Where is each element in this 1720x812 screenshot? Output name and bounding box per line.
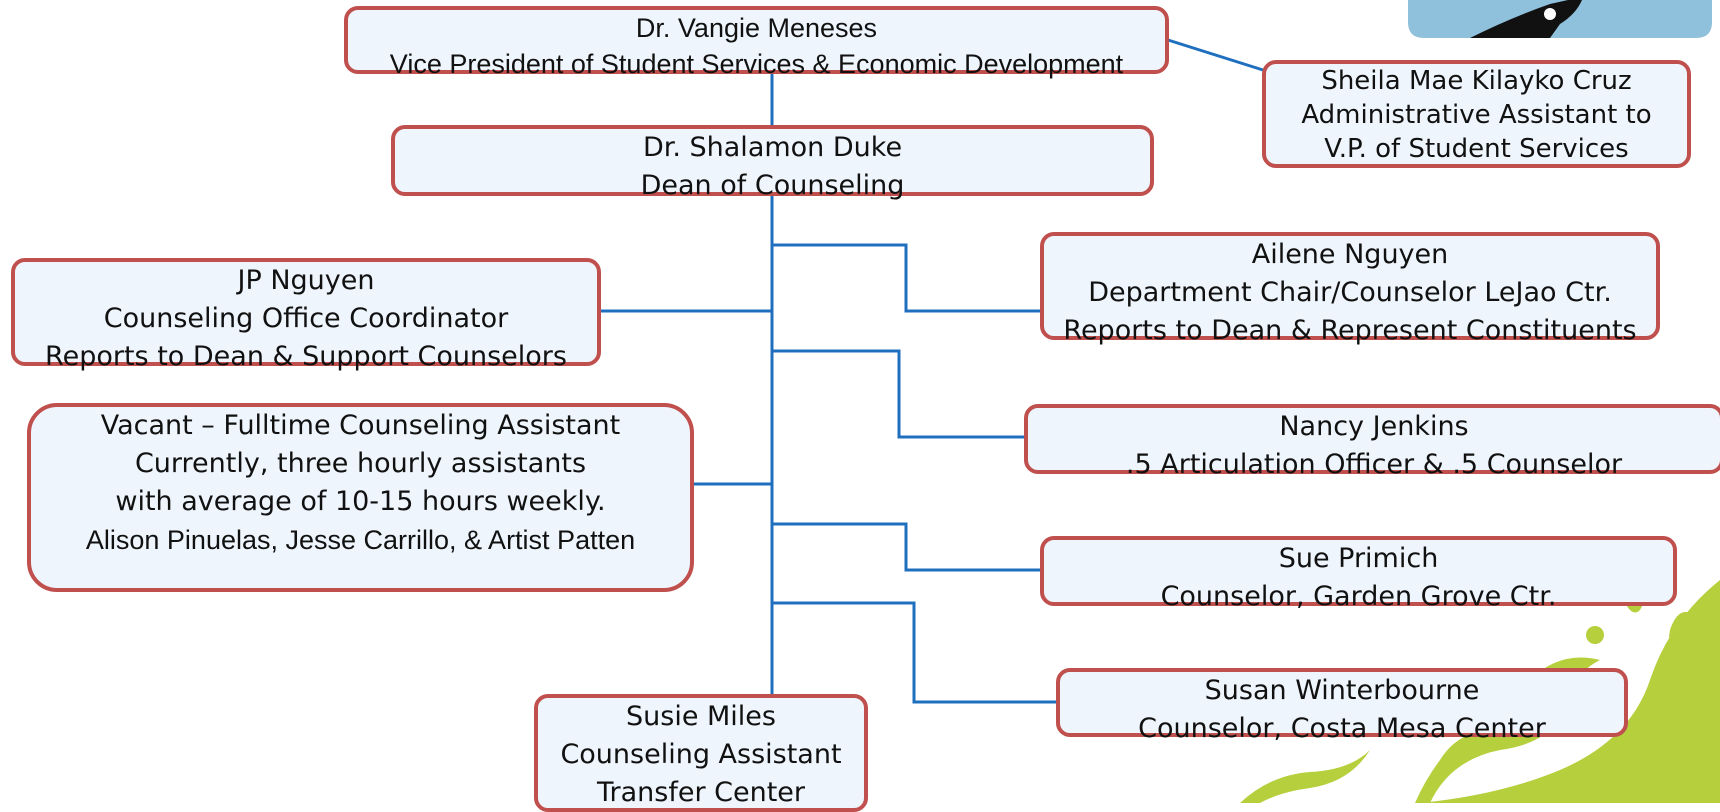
jp-note: Reports to Dean & Support Counselors bbox=[45, 341, 567, 372]
admin-title-line2: V.P. of Student Services bbox=[1324, 134, 1629, 164]
sue-title: Counselor, Garden Grove Ctr. bbox=[1160, 581, 1557, 612]
susan-connector bbox=[772, 601, 1057, 704]
jp-nguyen-box: JP Nguyen Counseling Office Coordinator … bbox=[11, 258, 601, 372]
vp-title: Vice President of Student Services & Eco… bbox=[389, 49, 1124, 79]
dean-title: Dean of Counseling bbox=[640, 170, 905, 201]
susan-title: Counselor, Costa Mesa Center bbox=[1138, 713, 1546, 744]
vacant-line3: with average of 10-15 hours weekly. bbox=[115, 486, 606, 517]
vacant-line1: Vacant – Fulltime Counseling Assistant bbox=[100, 410, 621, 441]
vp-name: Dr. Vangie Meneses bbox=[635, 13, 878, 43]
susie-title: Counseling Assistant bbox=[560, 739, 842, 770]
vp-box: Dr. Vangie Meneses Vice President of Stu… bbox=[344, 6, 1169, 79]
nancy-name: Nancy Jenkins bbox=[1279, 411, 1469, 442]
sue-name: Sue Primich bbox=[1278, 543, 1439, 574]
susie-name: Susie Miles bbox=[626, 701, 776, 732]
susan-winterbourne-box: Susan Winterbourne Counselor, Costa Mesa… bbox=[1056, 668, 1628, 744]
vacant-line2: Currently, three hourly assistants bbox=[134, 448, 587, 479]
nancy-jenkins-box: Nancy Jenkins .5 Articulation Officer & … bbox=[1024, 404, 1720, 480]
susie-miles-box: Susie Miles Counseling Assistant Transfe… bbox=[534, 694, 868, 812]
admin-title: Administrative Assistant to bbox=[1301, 100, 1652, 130]
sue-connector bbox=[772, 522, 1041, 572]
ailene-note: Reports to Dean & Represent Constituents bbox=[1063, 315, 1637, 346]
vacant-line4: Alison Pinuelas, Jesse Carrillo, & Artis… bbox=[85, 525, 636, 555]
dean-name: Dr. Shalamon Duke bbox=[642, 132, 903, 163]
ailene-connector bbox=[772, 243, 1041, 313]
jp-title: Counseling Office Coordinator bbox=[103, 303, 509, 334]
ailene-nguyen-box: Ailene Nguyen Department Chair/Counselor… bbox=[1040, 232, 1660, 346]
susan-name: Susan Winterbourne bbox=[1204, 675, 1480, 706]
vp-admin-connector bbox=[1167, 38, 1264, 72]
dean-box: Dr. Shalamon Duke Dean of Counseling bbox=[391, 125, 1154, 201]
admin-assistant-box: Sheila Mae Kilayko Cruz Administrative A… bbox=[1262, 60, 1691, 168]
nancy-title: .5 Articulation Officer & .5 Counselor bbox=[1125, 449, 1623, 480]
jp-name: JP Nguyen bbox=[237, 265, 375, 296]
vacant-box: Vacant – Fulltime Counseling Assistant C… bbox=[27, 403, 694, 592]
admin-name: Sheila Mae Kilayko Cruz bbox=[1321, 66, 1632, 96]
ailene-name: Ailene Nguyen bbox=[1251, 239, 1449, 270]
corner-decoration bbox=[1408, 0, 1712, 38]
susie-note: Transfer Center bbox=[596, 777, 806, 808]
nancy-connector bbox=[772, 349, 1025, 439]
sue-primich-box: Sue Primich Counselor, Garden Grove Ctr. bbox=[1040, 536, 1677, 612]
ailene-title: Department Chair/Counselor LeJao Ctr. bbox=[1088, 277, 1612, 308]
